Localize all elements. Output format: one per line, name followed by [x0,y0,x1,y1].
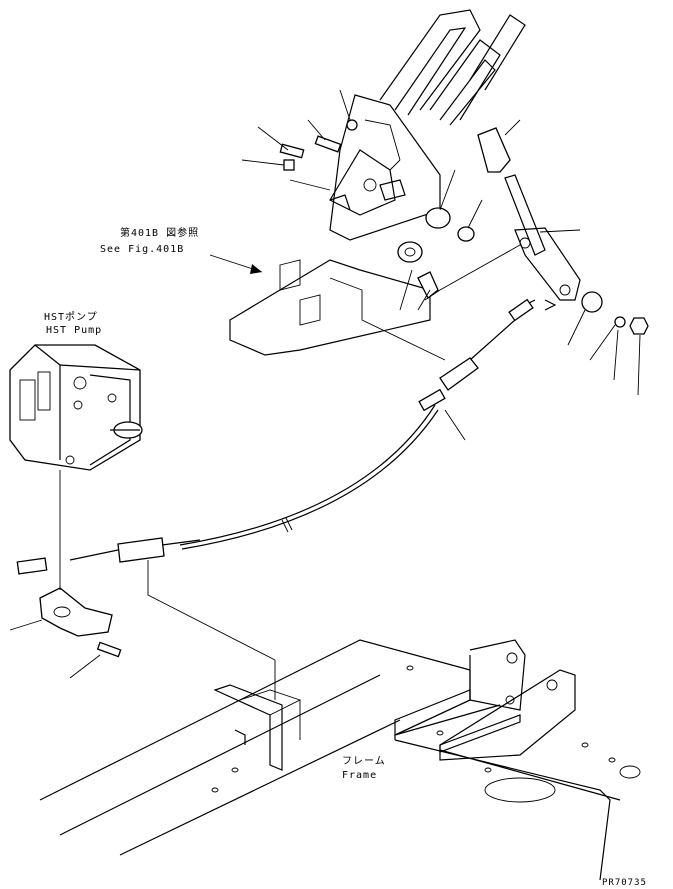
cable-adjuster-top [439,357,479,391]
pump-label-en: HST Pump [46,325,103,336]
frame-label-jp: フレーム [342,756,386,767]
washers [397,207,649,335]
lever-knob [477,127,511,173]
nut-right [629,317,649,335]
clip-part [283,159,295,171]
washer-large [425,207,451,229]
frame-assembly [39,639,641,881]
pump-arm [39,587,122,658]
washer-right-a [581,291,603,313]
cable-end-top [508,298,534,322]
washer-small [457,226,475,242]
hst-pump [9,344,143,471]
lever-housing [229,9,526,356]
bolts-and-clips [279,119,406,211]
drawing-number: PR70735 [602,878,647,888]
bushing [417,271,439,300]
reference-label-en: See Fig.401B [100,244,185,255]
pin-part [96,641,122,658]
pump-label-jp: HSTポンプ [44,312,98,323]
bolt-part-a [279,143,305,159]
bolt-part-b [314,135,342,153]
spacer-collar [397,241,423,263]
shift-lever [477,127,581,311]
reference-label-jp: 第401B 図参照 [120,228,200,239]
cable-adjuster-bottom [117,537,165,563]
leader-lines [9,89,641,700]
nut-part-a [346,119,358,131]
cable-end-bottom [16,557,48,575]
washer-right-b [614,316,626,328]
frame-label-en: Frame [342,770,378,781]
control-cable [16,298,536,575]
